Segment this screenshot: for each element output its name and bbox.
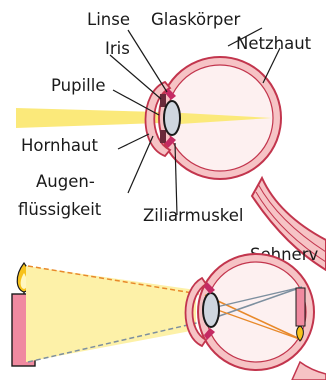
label-iris: Iris [105, 39, 130, 58]
label-augen: Augen- [36, 172, 95, 191]
retina-image-candle [296, 288, 305, 326]
label-hornhaut: Hornhaut [21, 136, 98, 155]
image-formation [12, 254, 326, 380]
label-ziliarmuskel: Ziliarmuskel [143, 206, 244, 225]
label-fluessigkeit: flüssigkeit [18, 200, 102, 219]
label-netzhaut: Netzhaut [236, 34, 312, 53]
small-optic-nerve [292, 362, 326, 380]
light-cone [26, 266, 196, 362]
label-linse: Linse [87, 10, 130, 29]
label-glaskoerper: Glaskörper [151, 10, 241, 29]
lens [164, 101, 180, 135]
small-vitreous [206, 262, 306, 362]
small-lens [203, 293, 219, 327]
label-pupille: Pupille [51, 76, 106, 95]
